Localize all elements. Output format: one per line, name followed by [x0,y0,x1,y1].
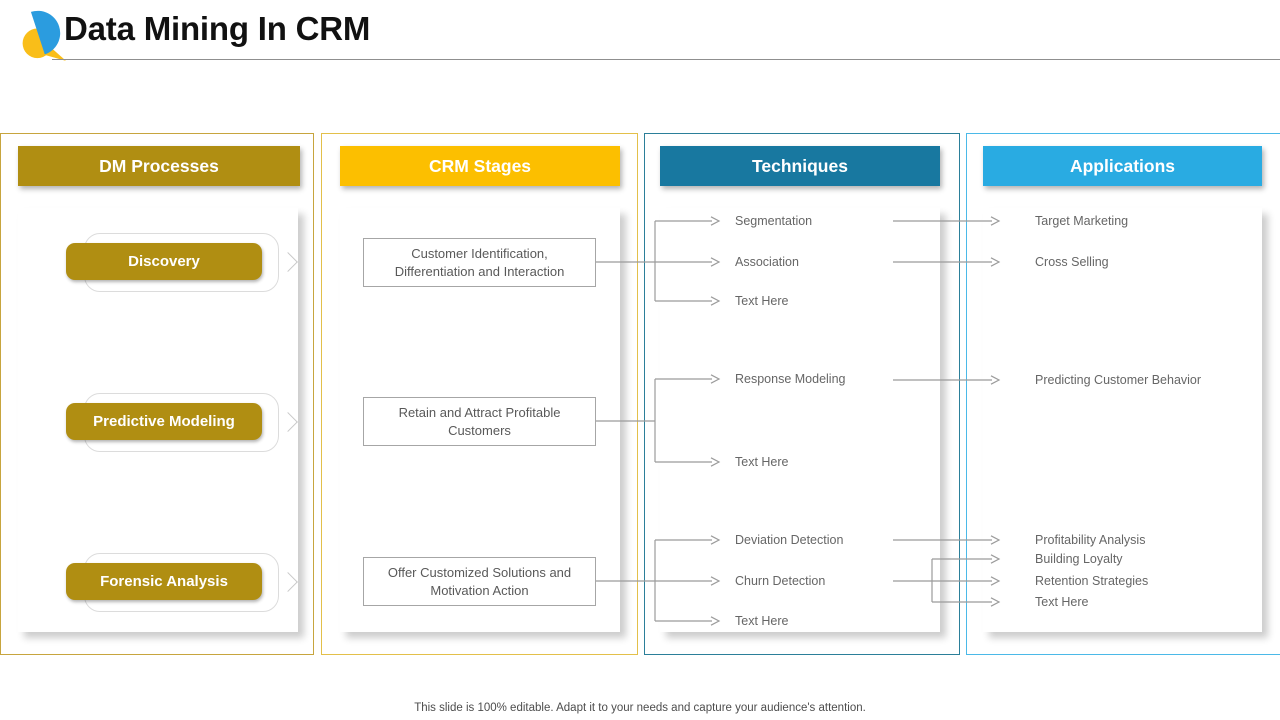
technique-item: Text Here [735,614,789,628]
predictive-modeling-button[interactable]: Predictive Modeling [66,403,262,440]
panel-applications [983,208,1262,632]
application-item: Target Marketing [1035,214,1129,228]
crm-stage-box: Offer Customized Solutions and Motivatio… [363,557,596,606]
application-item: Predicting Customer Behavior [1035,373,1202,387]
technique-item: Churn Detection [735,574,826,588]
header-techniques: Techniques [660,146,940,186]
crm-stage-box: Customer Identification, Differentiation… [363,238,596,287]
page-title: Data Mining In CRM [64,10,371,47]
footer-note: This slide is 100% editable. Adapt it to… [414,702,866,714]
company-logo-icon [22,10,66,61]
column-frame-dm-processes [0,133,314,655]
application-item: Building Loyalty [1035,552,1123,566]
application-item: Cross Selling [1035,255,1109,269]
application-item: Retention Strategies [1035,574,1149,588]
discovery-button[interactable]: Discovery [66,243,262,280]
crm-stage-box: Retain and Attract Profitable Customers [363,397,596,446]
header-applications: Applications [983,146,1262,186]
application-item: Profitability Analysis [1035,533,1146,547]
technique-item: Text Here [735,455,789,469]
panel-techniques [660,208,940,632]
technique-item: Deviation Detection [735,533,844,547]
technique-item: Text Here [735,294,789,308]
technique-item: Segmentation [735,214,813,228]
forensic-analysis-button[interactable]: Forensic Analysis [66,563,262,600]
header-dm-processes: DM Processes [18,146,300,186]
technique-item: Response Modeling [735,372,846,386]
application-item: Text Here [1035,595,1089,609]
technique-item: Association [735,255,799,269]
header-crm-stages: CRM Stages [340,146,620,186]
title-divider [52,59,1280,60]
